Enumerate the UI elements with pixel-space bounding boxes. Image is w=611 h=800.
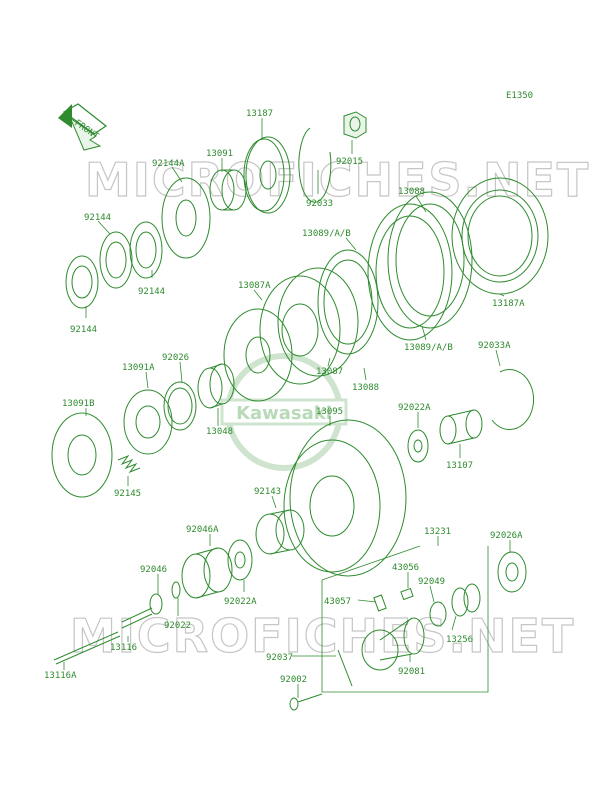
part-label-13091B[interactable]: 13091B (62, 399, 95, 409)
part-shape-43057 (373, 594, 387, 612)
part-shape-92049 (429, 601, 447, 627)
part-shape-13095 (283, 419, 407, 577)
part-label-92026[interactable]: 92026 (162, 353, 189, 363)
kawasaki-logo: Kawasaki (220, 353, 348, 471)
part-label-92144-1[interactable]: 92144 (84, 213, 111, 223)
part-label-92022[interactable]: 92022 (164, 621, 191, 631)
part-shape-92081 (361, 617, 425, 671)
part-label-92145[interactable]: 92145 (114, 489, 141, 499)
part-label-92026A[interactable]: 92026A (490, 531, 523, 541)
leader-lines (63, 118, 511, 698)
part-label-92033A[interactable]: 92033A (478, 341, 511, 351)
part-label-13187[interactable]: 13187 (246, 109, 273, 119)
part-label-13091A[interactable]: 13091A (122, 363, 155, 373)
part-shape-92046A (181, 547, 233, 599)
part-shape-13116 (121, 607, 153, 629)
part-shape-43056 (400, 587, 414, 601)
diagram-code: E1350 (506, 91, 533, 101)
part-shape-92015 (343, 111, 367, 139)
part-shape-92046 (149, 593, 163, 615)
part-label-13088[interactable]: 13088 (398, 187, 425, 197)
part-label-13231[interactable]: 13231 (424, 527, 451, 537)
part-label-92046[interactable]: 92046 (140, 565, 167, 575)
part-shape-13048 (197, 363, 235, 409)
part-shape-92033 (298, 127, 332, 203)
part-shape-92022A (407, 429, 429, 463)
part-label-43057[interactable]: 43057 (324, 597, 351, 607)
part-shape-92144A (161, 177, 211, 259)
part-shape-92022A-lower (227, 539, 253, 581)
part-shape-13231-group (321, 545, 489, 693)
part-label-92144-2[interactable]: 92144 (138, 287, 165, 297)
part-shape-92143 (255, 509, 305, 555)
part-shape-92145 (117, 454, 141, 474)
kawasaki-logo-text: Kawasaki (236, 403, 332, 424)
part-label-92015[interactable]: 92015 (336, 157, 363, 167)
part-label-13087A[interactable]: 13087A (238, 281, 271, 291)
part-label-13095[interactable]: 13095 (316, 407, 343, 417)
part-label-13107[interactable]: 13107 (446, 461, 473, 471)
part-label-92022A-2[interactable]: 92022A (224, 597, 257, 607)
watermark-top: MICROFICHES.NET (85, 153, 590, 207)
part-shape-92026A (497, 551, 527, 593)
part-label-92144-3[interactable]: 92144 (70, 325, 97, 335)
part-shape-13087A (223, 308, 293, 402)
part-label-13116A[interactable]: 13116A (44, 671, 77, 681)
part-shape-13256 (451, 583, 481, 617)
part-label-92081[interactable]: 92081 (398, 667, 425, 677)
part-label-13089AB-1[interactable]: 13089/A/B (302, 229, 351, 239)
part-label-13088-2[interactable]: 13088 (352, 383, 379, 393)
part-label-92002[interactable]: 92002 (280, 675, 307, 685)
part-label-43056[interactable]: 43056 (392, 563, 419, 573)
part-shape-clutch-plates (317, 191, 473, 355)
part-label-92022A[interactable]: 92022A (398, 403, 431, 413)
part-label-13087[interactable]: 13087 (316, 367, 343, 377)
part-label-13089AB-2[interactable]: 13089/A/B (404, 343, 453, 353)
part-shape-92022 (171, 581, 181, 599)
part-shape-13107 (439, 409, 483, 445)
part-label-13048[interactable]: 13048 (206, 427, 233, 437)
part-label-13187A[interactable]: 13187A (492, 299, 525, 309)
part-shape-13116A (53, 631, 121, 665)
part-label-92033[interactable]: 92033 (306, 199, 333, 209)
part-label-92143[interactable]: 92143 (254, 487, 281, 497)
part-label-13256[interactable]: 13256 (446, 635, 473, 645)
part-label-92144A[interactable]: 92144A (152, 159, 185, 169)
part-label-13091[interactable]: 13091 (206, 149, 233, 159)
front-arrow-icon: FRONT (58, 103, 108, 151)
part-shape-92033A (491, 369, 535, 430)
part-label-92037[interactable]: 92037 (266, 653, 293, 663)
part-shape-92037 (337, 649, 353, 687)
part-shape-92144 (65, 221, 163, 309)
part-label-92046A[interactable]: 92046A (186, 525, 219, 535)
part-label-92049[interactable]: 92049 (418, 577, 445, 587)
part-shape-13091A (123, 389, 173, 455)
part-shape-13091B (51, 412, 113, 498)
part-shape-13087 (259, 267, 359, 385)
part-shape-92002 (289, 693, 323, 711)
part-label-13116[interactable]: 13116 (110, 643, 137, 653)
part-shape-92026 (163, 381, 197, 431)
part-shape-13187 (243, 136, 291, 214)
